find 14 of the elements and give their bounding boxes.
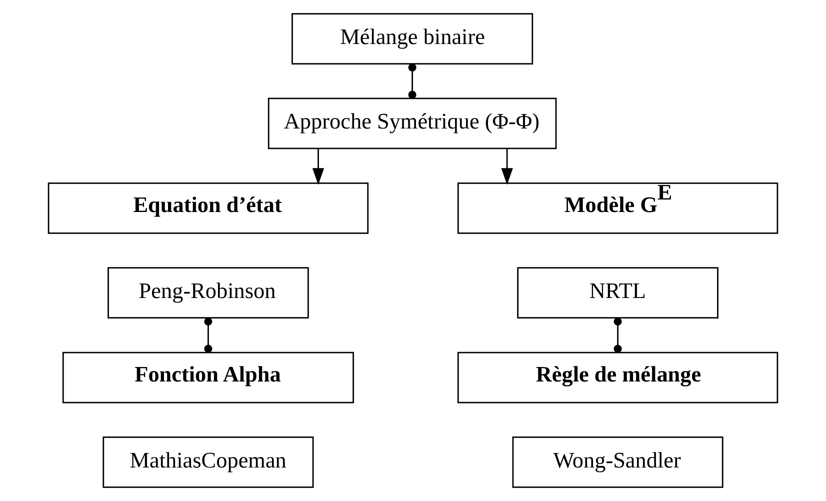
node-box: Approche Symétrique (Φ-Φ) — [268, 98, 557, 150]
node-box: NRTL — [517, 267, 718, 319]
connector — [408, 63, 416, 99]
node-box: Equation d’état — [48, 182, 369, 234]
arrow — [501, 148, 513, 185]
arrow — [312, 148, 324, 185]
node-box: Fonction Alpha — [62, 352, 354, 404]
node-box: MathiasCopeman — [102, 436, 314, 488]
connector — [204, 318, 212, 353]
node-box: Mélange binaire — [292, 13, 534, 64]
node-box: Règle de mélange — [457, 352, 778, 404]
connector — [614, 318, 622, 353]
node-box: Wong-Sandler — [512, 436, 724, 488]
node-box: Peng-Robinson — [108, 267, 309, 319]
